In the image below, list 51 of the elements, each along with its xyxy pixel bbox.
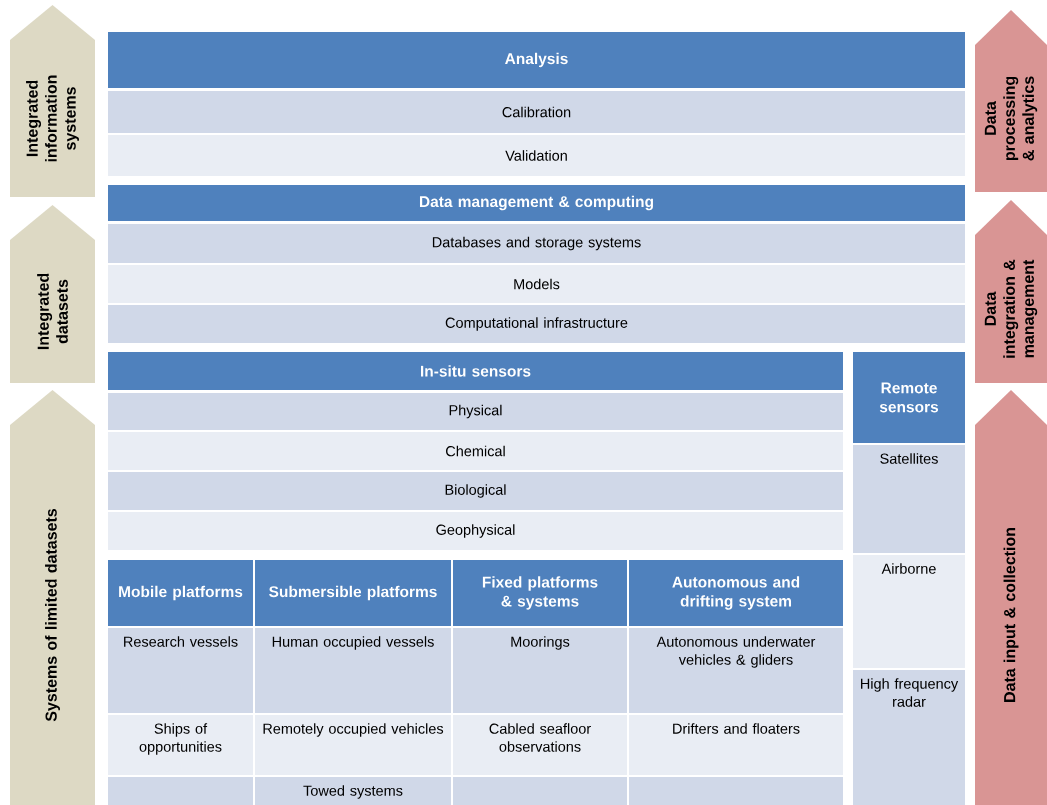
row-band: Human occupied vessels <box>255 628 451 713</box>
row-band: Moorings <box>453 628 627 713</box>
node-label: Remotely occupied vehicles <box>263 723 444 737</box>
node-label: Moorings <box>511 636 570 650</box>
node-label: Towed systems <box>303 785 403 799</box>
row-band: Computational infrastructure <box>108 305 965 343</box>
row-band: Satellites <box>853 445 965 553</box>
row-band: High frequency radar <box>853 670 965 805</box>
node-label: Mobile platforms <box>119 585 243 601</box>
row-band: Biological <box>108 472 843 510</box>
header-band: Submersible platforms <box>255 560 451 626</box>
arrow-band: Integrated information systems <box>10 5 95 197</box>
node-label: Research vessels <box>124 636 238 647</box>
row-band: Models <box>108 265 965 303</box>
node-label: Cabled seafloor observations <box>489 723 591 752</box>
node-label: Human occupied vessels <box>272 636 434 650</box>
node-label: Ships of opportunities <box>139 723 222 755</box>
arrow-band: Data integration & management <box>975 200 1047 383</box>
row-band: Cabled seafloor observations <box>453 715 627 775</box>
table-cell <box>108 777 253 805</box>
row-band: Geophysical <box>108 512 843 550</box>
header-band: Remote sensors <box>853 352 965 443</box>
row-band: Airborne <box>853 555 965 668</box>
header-band: Data management & computing <box>108 185 965 221</box>
row-band: Ships of opportunities <box>108 715 253 775</box>
node-label: Autonomous and drifting system <box>672 576 800 610</box>
header-band: In-situ sensors <box>108 352 843 390</box>
row-band: Physical <box>108 393 843 430</box>
arrow-band: Systems of limited datasets <box>10 390 95 805</box>
row-band: Validation <box>108 135 965 176</box>
arrow-band: Data processing & analytics <box>975 10 1047 192</box>
row-band: Autonomous underwater vehicles & gliders <box>629 628 843 713</box>
row-band: Databases and storage systems <box>108 224 965 263</box>
header-band: Analysis <box>108 32 965 88</box>
header-band: Autonomous and drifting system <box>629 560 843 626</box>
node-label: Fixed platforms & systems <box>482 576 598 610</box>
node-label: Autonomous underwater vehicles & gliders <box>656 636 816 668</box>
table-cell <box>629 777 843 805</box>
arrow-band: Data input & collection <box>975 390 1047 805</box>
row-band: Remotely occupied vehicles <box>255 715 451 775</box>
row-band: Calibration <box>108 91 965 133</box>
row-band: Research vessels <box>108 628 253 713</box>
header-band: Mobile platforms <box>108 560 253 626</box>
node-label: Submersible platforms <box>269 585 437 601</box>
row-band: Drifters and floaters <box>629 715 843 775</box>
row-band: Towed systems <box>255 777 451 805</box>
header-band: Fixed platforms & systems <box>453 560 627 626</box>
node-label: Drifters and floaters <box>673 723 800 734</box>
arrow-band: Integrated datasets <box>10 205 95 383</box>
table-cell <box>453 777 627 805</box>
row-band: Chemical <box>108 432 843 470</box>
